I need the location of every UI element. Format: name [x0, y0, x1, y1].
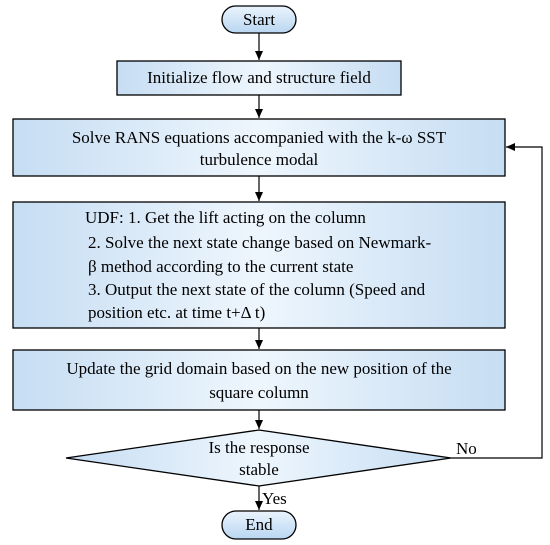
decision-label-line2: stable: [239, 460, 279, 479]
udf-label-line5: position etc. at time t+Δ t): [88, 303, 266, 322]
start-label: Start: [242, 10, 276, 29]
udf-label-line1: UDF: 1. Get the lift acting on the colum…: [85, 208, 366, 227]
update-box: [12, 349, 506, 411]
udf-box: [12, 201, 506, 329]
yes-label: Yes: [262, 489, 287, 508]
udf-label-line4: 3. Output the next state of the column (…: [88, 280, 426, 299]
update-label-line2: square column: [209, 383, 309, 402]
rans-label-line1: Solve RANS equations accompanied with th…: [71, 128, 447, 147]
end-label: End: [245, 515, 273, 534]
init-label: Initialize flow and structure field: [147, 68, 371, 87]
rans-label-line2: turbulence modal: [199, 150, 319, 169]
udf-label-line2: 2. Solve the next state change based on …: [88, 233, 432, 252]
no-label: No: [456, 439, 477, 458]
decision-label-line1: Is the response: [208, 438, 310, 457]
udf-label-line3: β method according to the current state: [88, 257, 354, 276]
end-terminal: [221, 510, 297, 540]
update-label-line1: Update the grid domain based on the new …: [66, 359, 452, 378]
arrow-no-loop: [451, 143, 543, 459]
init-box: [116, 60, 402, 96]
